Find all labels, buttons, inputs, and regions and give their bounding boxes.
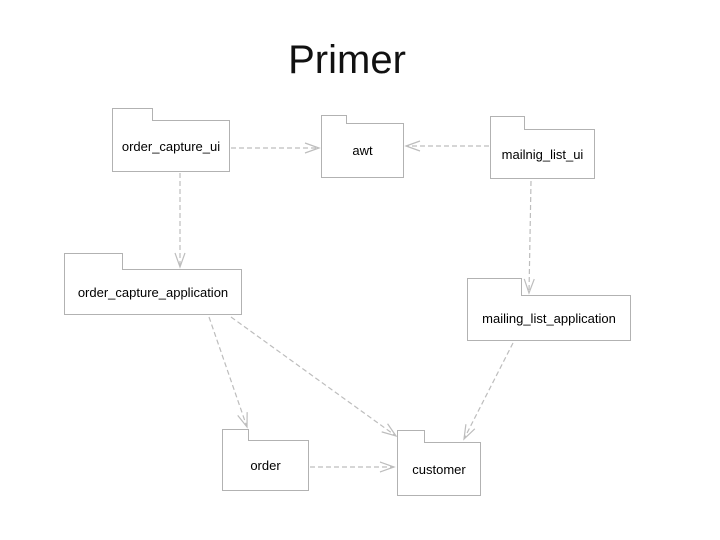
package-body: mailing_list_application <box>467 295 631 341</box>
package-label: mailing_list_application <box>482 310 616 326</box>
package-order: order <box>222 429 309 491</box>
edge-order_capture_application-to-order <box>208 316 248 429</box>
edge-mailnig_list_ui-to-mailing_list_application <box>523 180 535 295</box>
arrowhead-icon <box>404 140 421 152</box>
package-label: awt <box>352 143 373 158</box>
arrowhead-icon <box>174 252 186 269</box>
package-label: order_capture_application <box>77 284 229 300</box>
edge-mailing_list_application-to-customer <box>463 342 514 441</box>
arrowhead-icon <box>381 423 398 438</box>
edge-mailnig_list_ui-to-awt <box>404 140 489 152</box>
package-tab <box>397 430 425 443</box>
page-title: Primer <box>288 38 406 82</box>
edge-order_capture_ui-to-awt <box>231 142 321 154</box>
package-body: order <box>222 440 309 491</box>
package-tab <box>112 108 153 121</box>
package-tab <box>64 253 123 270</box>
edge-order-to-customer <box>310 461 396 473</box>
package-body: awt <box>321 123 404 178</box>
edge-order_capture_ui-to-order_capture_application <box>174 173 186 269</box>
package-tab <box>490 116 525 130</box>
package-tab <box>467 278 522 296</box>
package-label: order <box>250 458 281 473</box>
package-tab <box>321 115 347 124</box>
package-body: order_capture_ui <box>112 120 230 172</box>
arrowhead-icon <box>379 461 396 473</box>
package-label: mailnig_list_ui <box>501 146 584 162</box>
package-order_capture_ui: order_capture_ui <box>112 108 230 172</box>
arrowhead-icon <box>523 278 535 295</box>
arrowhead-icon <box>237 412 248 429</box>
arrowhead-icon <box>463 424 476 441</box>
package-mailnig_list_ui: mailnig_list_ui <box>490 116 595 179</box>
package-label: customer <box>412 461 466 477</box>
package-tab <box>222 429 249 441</box>
package-awt: awt <box>321 115 404 178</box>
package-order_capture_application: order_capture_application <box>64 253 242 315</box>
edge-order_capture_application-to-customer <box>230 316 398 438</box>
package-body: order_capture_application <box>64 269 242 315</box>
package-body: customer <box>397 442 481 496</box>
package-label: order_capture_ui <box>121 138 221 154</box>
package-customer: customer <box>397 430 481 496</box>
arrowhead-icon <box>304 142 321 154</box>
package-body: mailnig_list_ui <box>490 129 595 179</box>
package-mailing_list_application: mailing_list_application <box>467 278 631 341</box>
